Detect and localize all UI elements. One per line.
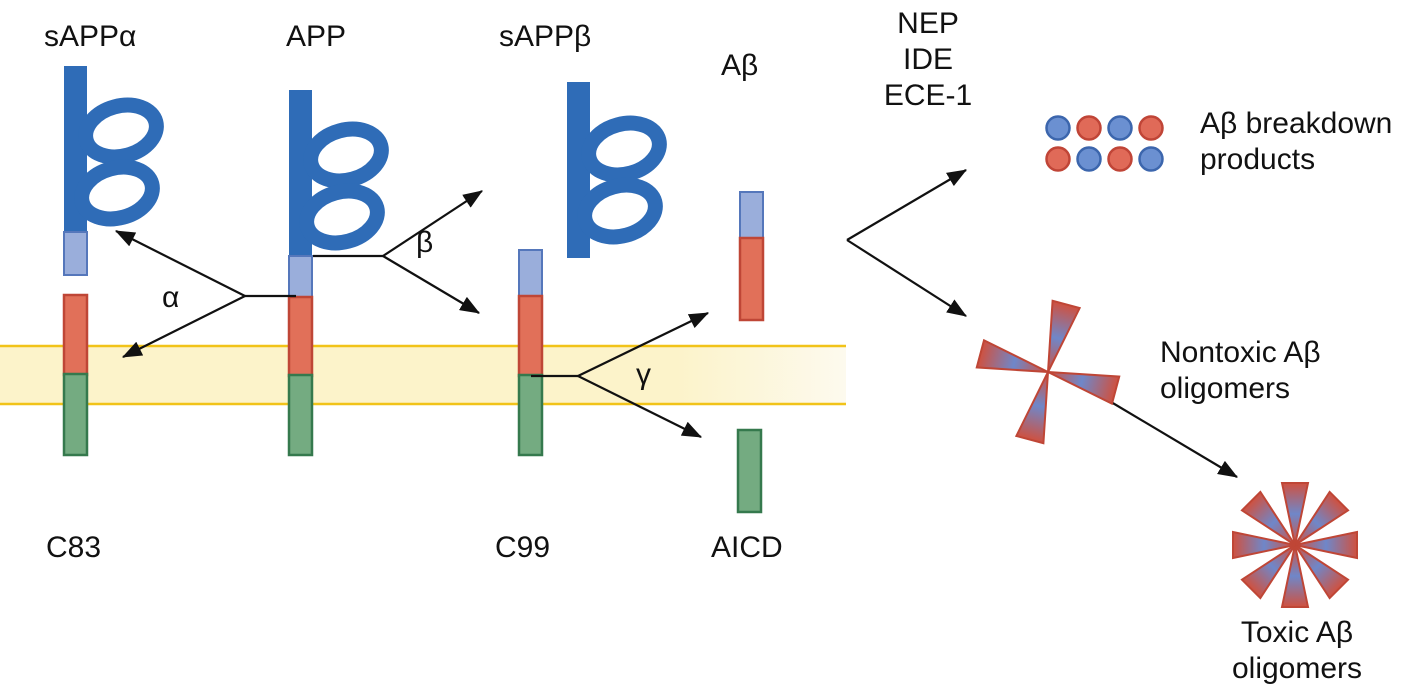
protein-c83-stub (62, 293, 89, 457)
oligomer-arm (1232, 530, 1296, 560)
breakdown-dots (1045, 115, 1164, 172)
oligomerization-arrow (846, 239, 967, 317)
dot (1045, 115, 1071, 141)
oligomer-arm (1047, 299, 1082, 373)
breakdown-label-line2: products (1200, 143, 1315, 176)
oligomer-arm (1294, 530, 1358, 560)
green-segment (517, 373, 544, 457)
label-sapp-alpha: sAPPα (44, 20, 136, 53)
enzyme-nep: NEP (897, 7, 959, 40)
breakdown-label-line1: Aβ breakdown (1200, 107, 1392, 140)
label-c83: C83 (46, 531, 101, 564)
beta-arrow-up (382, 190, 483, 257)
dot (1138, 146, 1164, 172)
oligomer-arm (1280, 482, 1310, 546)
nontoxic-label-line2: oligomers (1160, 372, 1290, 405)
oligomer-arm (1280, 544, 1310, 608)
red-segment (287, 295, 314, 378)
dot (1076, 115, 1102, 141)
alpha-arrow-up (115, 230, 246, 297)
green-segment (736, 428, 763, 514)
oligomer-arm (1047, 371, 1121, 406)
red-segment (738, 236, 765, 322)
toxic-label-line2: oligomers (1232, 652, 1362, 685)
oligomer-arm (1294, 544, 1350, 600)
nontoxic-label-line1: Nontoxic Aβ (1160, 336, 1321, 369)
protein-sapp-beta (567, 82, 667, 258)
protein-labels: sAPPα APP sAPPβ Aβ C83 C99 AICD (44, 20, 783, 564)
protein-abeta-peptide (738, 191, 765, 322)
oligomer-arm (1240, 490, 1296, 546)
protein-loop (577, 177, 663, 245)
protein-app (287, 90, 389, 457)
protein-loop (303, 121, 389, 189)
oligomer-arm (975, 338, 1049, 373)
nontoxic-to-toxic-arrow (1105, 398, 1238, 478)
protein-c99-stub (517, 249, 544, 457)
dot (1107, 146, 1133, 172)
abeta-fate-arrows (846, 169, 1238, 478)
beta-cleavage-arrows: β (313, 190, 483, 314)
red-segment (62, 293, 89, 377)
enzyme-ide: IDE (903, 43, 953, 76)
oligomer-arm (1294, 490, 1350, 546)
label-sapp-beta: sAPPβ (499, 20, 591, 53)
gamma-arrow-down (577, 375, 702, 438)
breakdown-label: Aβ breakdown products (1200, 107, 1392, 176)
label-c99: C99 (495, 531, 550, 564)
toxic-oligomer (1232, 482, 1358, 608)
label-abeta: Aβ (721, 49, 758, 82)
nontoxic-label: Nontoxic Aβ oligomers (1160, 336, 1321, 405)
lightblue-segment (518, 249, 543, 298)
dot (1138, 115, 1164, 141)
enzyme-ece1: ECE-1 (884, 79, 972, 112)
enzyme-list: NEP IDE ECE-1 (884, 7, 972, 112)
green-segment (287, 373, 314, 457)
dot (1045, 146, 1071, 172)
protein-aicd-fragment (736, 428, 763, 514)
oligomer-arm (1240, 544, 1296, 600)
gamma-arrow-up (577, 312, 709, 377)
nontoxic-oligomer (975, 299, 1121, 445)
oligomer-arm (1014, 371, 1049, 445)
lightblue-segment (288, 255, 313, 299)
alpha-arrow-down (122, 295, 246, 358)
degradation-arrow (846, 169, 967, 241)
toxic-label-line1: Toxic Aβ (1241, 616, 1353, 649)
label-app: APP (286, 20, 346, 53)
gamma-site-label: γ (636, 358, 651, 391)
lightblue-segment (63, 231, 88, 276)
green-segment (62, 372, 89, 457)
protein-sapp-alpha (63, 66, 164, 276)
red-segment (517, 294, 544, 378)
dot (1107, 115, 1133, 141)
alpha-cleavage-arrows: α (115, 230, 296, 358)
beta-arrow-down (382, 255, 480, 314)
alpha-site-label: α (162, 281, 179, 314)
dot (1076, 146, 1102, 172)
lightblue-segment (739, 191, 764, 240)
label-aicd: AICD (711, 531, 783, 564)
protein-loop (74, 159, 160, 227)
toxic-label: Toxic Aβ oligomers (1232, 616, 1362, 685)
beta-site-label: β (416, 226, 433, 259)
gamma-cleavage-arrows: γ (531, 312, 709, 438)
protein-loop (581, 115, 667, 183)
protein-loop (299, 183, 385, 251)
protein-loop (78, 97, 164, 165)
